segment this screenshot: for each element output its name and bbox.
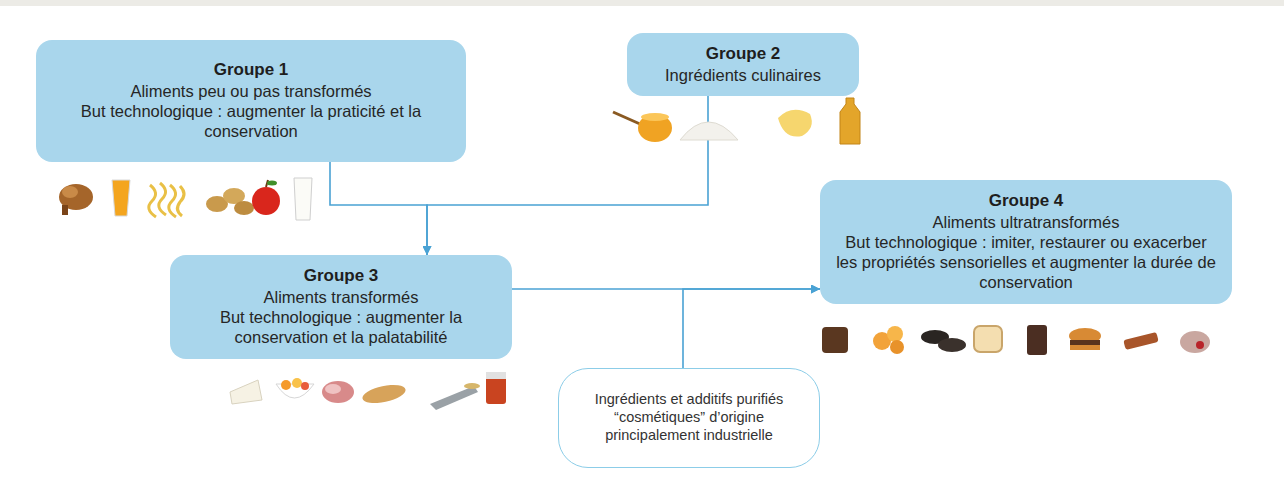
group-box: Groupe 3Aliments transformésBut technolo… — [170, 255, 512, 359]
group-box: Groupe 4Aliments ultratransformésBut tec… — [820, 180, 1232, 304]
group-description: Aliments ultratransformés — [932, 212, 1119, 232]
group-description: But technologique : imiter, restaurer ou… — [834, 232, 1218, 292]
group-heading: Groupe 4 — [989, 191, 1064, 212]
group-heading: Groupe 2 — [706, 44, 781, 65]
top-band — [0, 0, 1284, 6]
group-description: But technologique : augmenter la pratici… — [50, 101, 452, 141]
group-box: Groupe 2Ingrédients culinaires — [627, 33, 859, 96]
group1-foods — [59, 178, 312, 220]
group-description: Ingrédients culinaires — [665, 65, 821, 85]
group-description: Aliments peu ou pas transformés — [130, 81, 371, 101]
group2-foods — [613, 98, 860, 144]
flow-arrow — [427, 96, 708, 255]
group4-foods — [822, 325, 1210, 355]
group-box: Groupe 1Aliments peu ou pas transformésB… — [36, 40, 466, 162]
group-description: But technologique : augmenter la conserv… — [184, 307, 498, 347]
flow-arrow — [683, 289, 820, 368]
callout-text: Ingrédients et additifs purifiés “cosmét… — [573, 391, 805, 444]
group-heading: Groupe 1 — [214, 60, 289, 81]
group3-foods — [230, 372, 506, 410]
group-description: Aliments transformés — [264, 287, 419, 307]
group-heading: Groupe 3 — [304, 266, 379, 287]
callout-box: Ingrédients et additifs purifiés “cosmét… — [558, 368, 820, 468]
flow-arrow — [330, 162, 427, 255]
